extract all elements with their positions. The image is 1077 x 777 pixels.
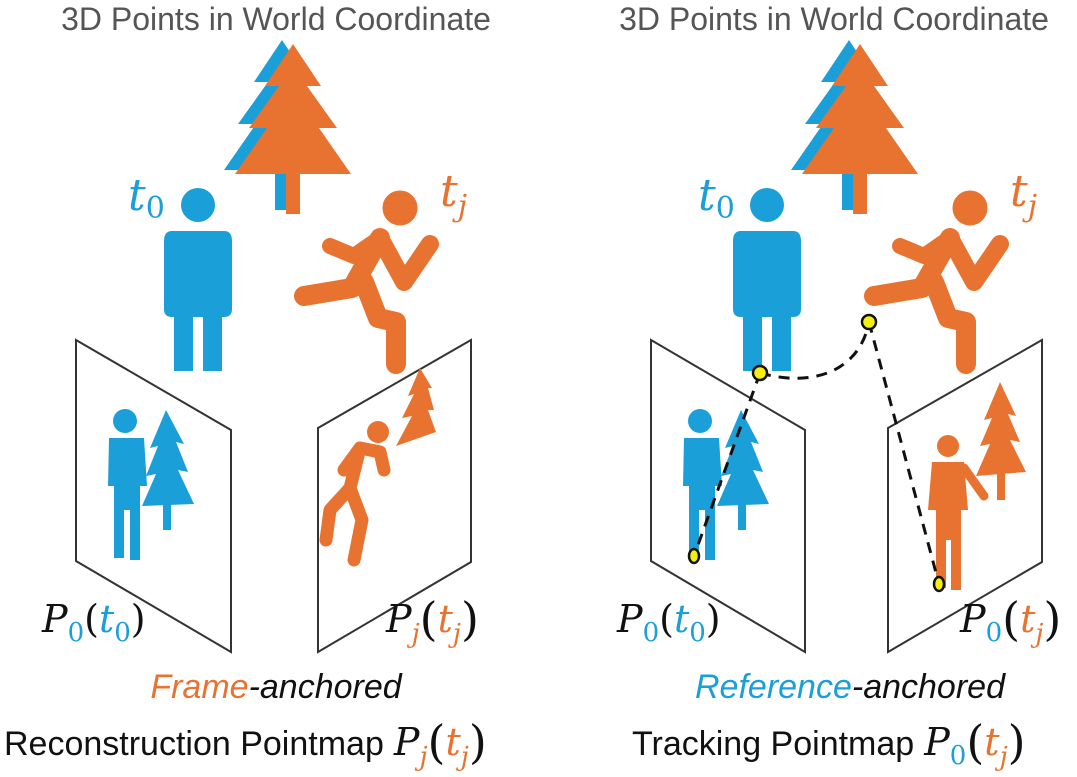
caption-rest: -anchored	[249, 668, 403, 706]
right-tj-label: tj	[1010, 166, 1037, 224]
symbol: t	[1020, 597, 1036, 641]
left-tj-label: tj	[440, 166, 467, 224]
paren: )	[1043, 592, 1061, 646]
tree-icon	[791, 40, 918, 214]
frame-content-icon	[108, 409, 194, 560]
paren: (	[659, 597, 674, 641]
paren: (	[1002, 592, 1020, 646]
subscript: 0	[689, 618, 706, 648]
symbol: t	[445, 720, 461, 764]
paren: (	[428, 715, 446, 769]
symbol: t	[698, 170, 716, 221]
symbol: P	[41, 597, 69, 641]
symbol: t	[674, 597, 690, 641]
paren: )	[131, 597, 146, 641]
symbol: P	[393, 720, 421, 764]
paren: (	[966, 715, 984, 769]
frame-content-icon	[319, 368, 436, 567]
running-person-icon	[874, 191, 1000, 364]
frame-content-icon	[928, 382, 1026, 590]
caption-text: Tracking Pointmap	[632, 725, 914, 763]
camera-frame-right	[887, 338, 1043, 654]
track-point-icon	[860, 313, 878, 331]
paren: )	[461, 592, 479, 646]
subscript: 0	[716, 191, 735, 226]
right-frame0-label: P0(t0)	[616, 597, 721, 648]
left-framej-label: Pj(tj)	[385, 592, 479, 649]
left-panel: 3D Points in World Coordinate t0 tj	[4, 1, 491, 772]
caption-rest: -anchored	[852, 668, 1006, 706]
camera-frame-left	[650, 338, 806, 654]
track-point-icon	[751, 364, 769, 382]
frame-content-icon	[683, 409, 769, 560]
caption-highlight: Reference	[695, 668, 852, 706]
camera-frame-left	[75, 338, 232, 654]
symbol: P	[959, 597, 987, 641]
symbol: t	[128, 170, 146, 221]
right-title: 3D Points in World Coordinate	[619, 1, 1049, 37]
left-t0-label: t0	[128, 170, 165, 226]
camera-frame-right	[317, 338, 472, 654]
tree-icon	[224, 40, 351, 214]
subscript: 0	[643, 618, 660, 648]
subscript: 0	[950, 741, 967, 771]
subscript: 0	[146, 191, 165, 226]
subscript: 0	[68, 618, 85, 648]
subscript: 0	[114, 618, 131, 648]
caption-highlight: Frame	[150, 668, 248, 706]
symbol: t	[99, 597, 115, 641]
paren: )	[706, 597, 721, 641]
symbol: P	[923, 720, 951, 764]
right-caption-line1: Reference-anchored	[695, 668, 1006, 706]
paren: (	[420, 592, 438, 646]
symbol: t	[440, 166, 458, 217]
left-frame0-label: P0(t0)	[41, 597, 146, 648]
caption-text: Reconstruction Pointmap	[4, 725, 384, 763]
paren: )	[1008, 715, 1026, 769]
running-person-icon	[304, 191, 430, 364]
symbol: t	[1010, 166, 1028, 217]
track-point-icon	[687, 547, 701, 565]
symbol: t	[438, 597, 454, 641]
subscript: 0	[986, 618, 1003, 648]
track-point-icon	[932, 575, 946, 593]
track-lines	[692, 321, 941, 585]
right-t0-label: t0	[698, 170, 735, 226]
standing-person-icon	[164, 188, 232, 371]
symbol: P	[385, 597, 413, 641]
paren: )	[469, 715, 487, 769]
left-caption-line1: Frame-anchored	[150, 668, 402, 706]
standing-person-icon	[733, 188, 801, 371]
paren: (	[84, 597, 99, 641]
left-title: 3D Points in World Coordinate	[61, 1, 491, 37]
right-panel: 3D Points in World Coordinate t0 tj	[616, 1, 1061, 772]
symbol: P	[616, 597, 644, 641]
symbol: t	[984, 720, 1000, 764]
right-framej-label: P0(tj)	[959, 592, 1061, 649]
